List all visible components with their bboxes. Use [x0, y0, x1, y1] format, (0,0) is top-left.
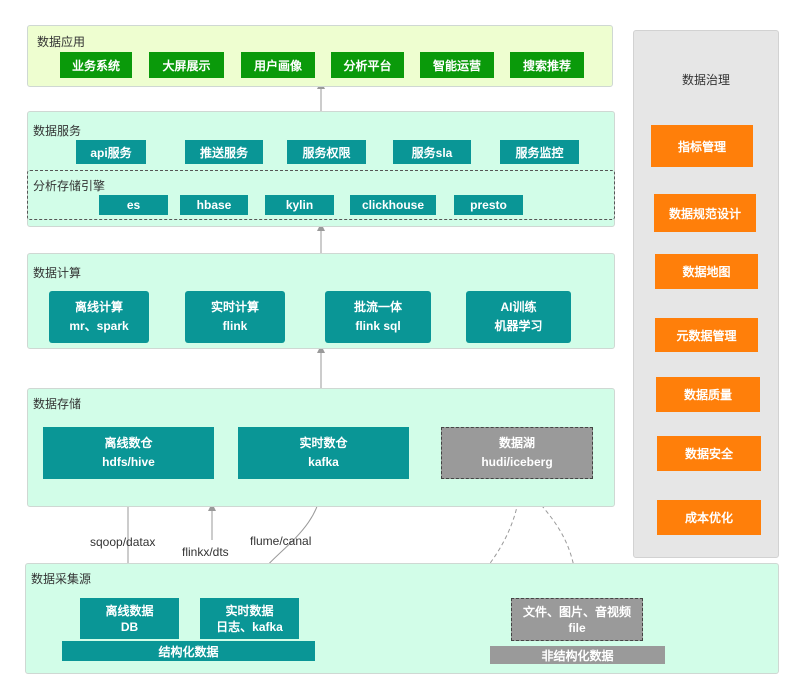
app-item-big-screen[interactable]: 大屏展示	[149, 52, 224, 78]
collection-file-data[interactable]: 文件、图片、音视频 file	[511, 598, 643, 641]
collection-layer-title: 数据采集源	[31, 572, 92, 586]
compute-layer-title: 数据计算	[33, 266, 82, 280]
app-item-analysis-platform[interactable]: 分析平台	[331, 52, 404, 78]
edge-label-flume: flume/canal	[250, 534, 312, 548]
storage-layer-title: 数据存储	[33, 397, 82, 411]
engine-clickhouse[interactable]: clickhouse	[350, 195, 436, 215]
storage-item-offline-warehouse-detail: hdfs/hive	[102, 455, 155, 469]
engine-es[interactable]: es	[99, 195, 168, 215]
app-item-business-system[interactable]: 业务系统	[60, 52, 132, 78]
governance-item-spec-design[interactable]: 数据规范设计	[654, 194, 756, 232]
governance-panel: 数据治理	[633, 30, 779, 558]
collection-unstructured-data[interactable]: 非结构化数据	[490, 646, 665, 664]
service-item-monitor[interactable]: 服务监控	[500, 140, 579, 164]
compute-item-realtime-name: 实时计算	[210, 300, 259, 314]
compute-item-offline[interactable]: 离线计算 mr、spark	[49, 291, 149, 343]
engine-group-title: 分析存储引擎	[33, 179, 106, 193]
governance-item-quality[interactable]: 数据质量	[656, 377, 760, 412]
service-item-api[interactable]: api服务	[76, 140, 146, 164]
service-item-sla[interactable]: 服务sla	[393, 140, 471, 164]
compute-item-realtime-detail: flink	[222, 319, 248, 333]
app-item-smart-operation[interactable]: 智能运营	[420, 52, 494, 78]
collection-offline-data-name: 离线数据	[105, 603, 154, 618]
storage-item-realtime-warehouse[interactable]: 实时数仓 kafka	[238, 427, 409, 479]
storage-item-realtime-warehouse-name: 实时数仓	[299, 436, 348, 450]
governance-item-security[interactable]: 数据安全	[657, 436, 761, 471]
collection-offline-data[interactable]: 离线数据 DB	[80, 598, 179, 639]
collection-file-data-detail: file	[568, 620, 586, 635]
app-item-search-recommend[interactable]: 搜索推荐	[510, 52, 584, 78]
compute-item-batch-stream[interactable]: 批流一体 flink sql	[325, 291, 431, 343]
compute-item-ai[interactable]: AI训练 机器学习	[466, 291, 571, 343]
storage-item-data-lake-name: 数据湖	[498, 436, 535, 450]
compute-item-ai-name: AI训练	[500, 300, 537, 314]
storage-item-data-lake-detail: hudi/iceberg	[481, 455, 553, 469]
compute-item-offline-name: 离线计算	[74, 300, 123, 314]
service-item-push[interactable]: 推送服务	[185, 140, 263, 164]
governance-item-data-map[interactable]: 数据地图	[655, 254, 758, 289]
compute-item-batch-stream-detail: flink sql	[355, 319, 401, 333]
edge-label-flinkx: flinkx/dts	[182, 545, 229, 559]
app-item-user-profile[interactable]: 用户画像	[241, 52, 315, 78]
compute-item-ai-detail: 机器学习	[494, 319, 543, 333]
governance-item-metadata[interactable]: 元数据管理	[655, 318, 758, 352]
collection-realtime-data[interactable]: 实时数据 日志、kafka	[200, 598, 299, 639]
engine-hbase[interactable]: hbase	[180, 195, 248, 215]
governance-item-metrics[interactable]: 指标管理	[651, 125, 753, 167]
service-layer-title: 数据服务	[33, 124, 82, 138]
collection-file-data-name: 文件、图片、音视频	[522, 604, 631, 619]
engine-group: 分析存储引擎	[27, 170, 615, 220]
storage-item-data-lake[interactable]: 数据湖 hudi/iceberg	[441, 427, 593, 479]
application-layer-title: 数据应用	[37, 35, 86, 49]
storage-item-offline-warehouse-name: 离线数仓	[104, 436, 153, 450]
compute-item-realtime[interactable]: 实时计算 flink	[185, 291, 285, 343]
edge-label-sqoop: sqoop/datax	[90, 535, 156, 549]
governance-item-cost[interactable]: 成本优化	[657, 500, 761, 535]
service-item-permission[interactable]: 服务权限	[287, 140, 366, 164]
collection-offline-data-detail: DB	[120, 619, 139, 634]
engine-kylin[interactable]: kylin	[265, 195, 334, 215]
governance-panel-title: 数据治理	[681, 73, 730, 87]
storage-item-realtime-warehouse-detail: kafka	[308, 455, 339, 469]
compute-item-batch-stream-name: 批流一体	[353, 300, 402, 314]
collection-structured-data[interactable]: 结构化数据	[62, 641, 315, 661]
collection-realtime-data-name: 实时数据	[225, 603, 274, 618]
collection-realtime-data-detail: 日志、kafka	[216, 619, 283, 634]
engine-presto[interactable]: presto	[454, 195, 523, 215]
storage-item-offline-warehouse[interactable]: 离线数仓 hdfs/hive	[43, 427, 214, 479]
compute-item-offline-detail: mr、spark	[69, 319, 129, 333]
